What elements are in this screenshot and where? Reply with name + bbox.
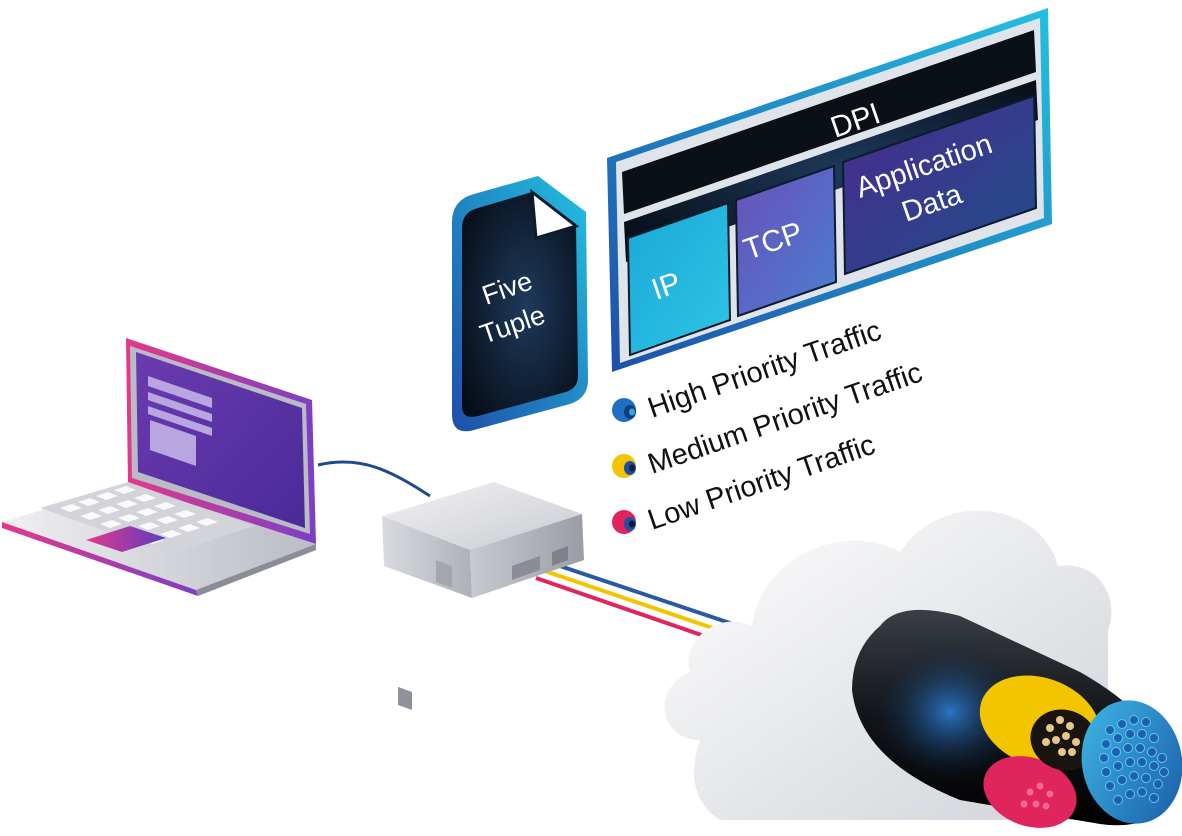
appliance-top [382,482,582,550]
page-fold-icon [530,188,580,240]
appliance-right-side [470,514,584,598]
dpi-appliance [382,482,584,710]
fiber-cable-bundle [852,609,1182,828]
appliance-output-port-icon [512,556,540,580]
laptop-trackpad [86,526,166,552]
laptop-to-device-cable [317,460,431,498]
dpi-panel: DPI IP TCP Application Data [607,8,1052,372]
tcp-block [734,164,838,318]
ip-block [626,201,732,357]
five-tuple-face [462,192,578,417]
screen-document-icon [148,376,212,466]
dpi-top-bar [622,30,1036,214]
laptop [2,338,316,596]
five-tuple-document: Five Tuple [452,176,588,432]
appliance-port-icon [398,686,412,710]
application-data-block [841,94,1038,276]
